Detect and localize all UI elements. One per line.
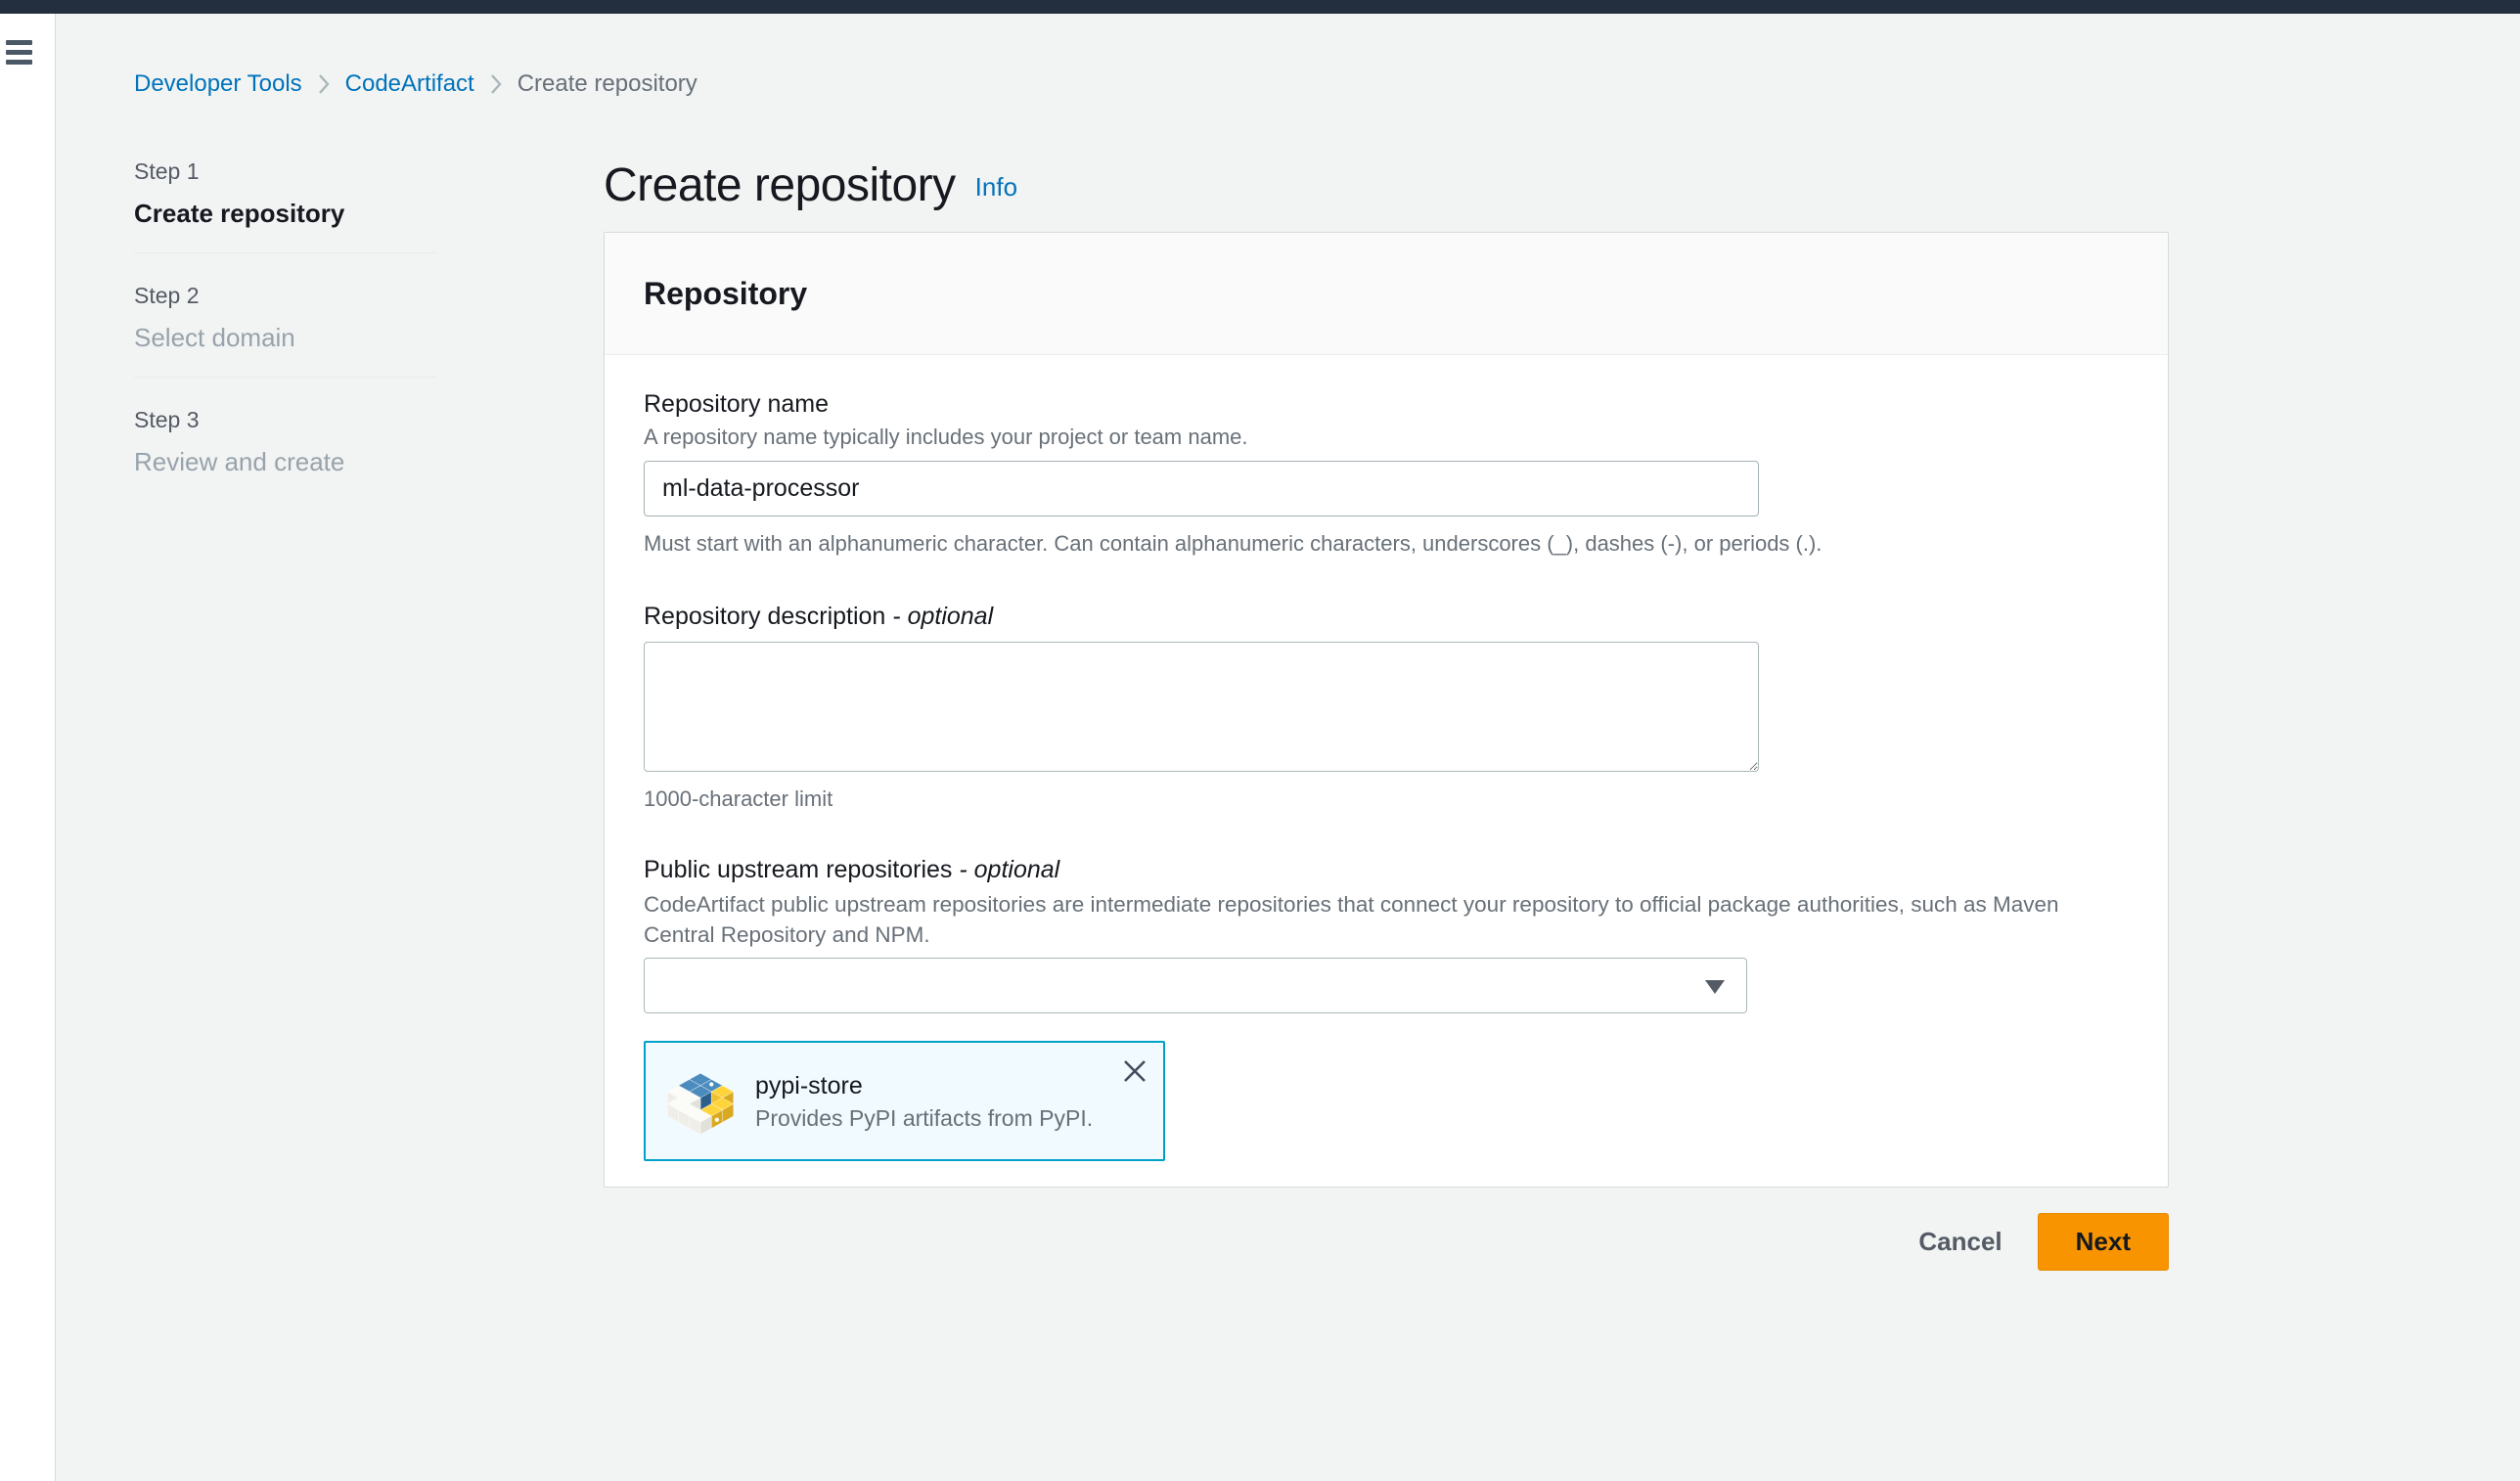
breadcrumb-link-developer-tools[interactable]: Developer Tools bbox=[134, 70, 302, 97]
repository-description-label: Repository description - optional bbox=[644, 603, 994, 630]
wizard-step-1: Step 1 Create repository bbox=[134, 158, 437, 229]
cancel-button[interactable]: Cancel bbox=[1918, 1227, 2002, 1256]
wizard-step-3: Step 3 Review and create bbox=[134, 407, 437, 477]
page-header: Create repository Info bbox=[604, 158, 2169, 212]
main-column: Create repository Info Repository Reposi… bbox=[604, 158, 2169, 1271]
repository-panel: Repository Repository name A repository … bbox=[604, 232, 2169, 1188]
step-number: Step 2 bbox=[134, 283, 200, 308]
step-divider bbox=[134, 252, 437, 253]
repository-description-textarea[interactable] bbox=[644, 642, 1759, 772]
pypi-logo-icon bbox=[666, 1072, 735, 1135]
upstream-repositories-select[interactable] bbox=[644, 958, 1747, 1013]
chip-text: pypi-store Provides PyPI artifacts from … bbox=[755, 1070, 1101, 1133]
public-upstream-field: Public upstream repositories - optional … bbox=[644, 854, 2129, 1161]
repository-name-label: Repository name bbox=[644, 390, 829, 418]
wizard-actions: Cancel Next bbox=[604, 1213, 2169, 1271]
panel-header: Repository bbox=[605, 233, 2168, 355]
breadcrumb-link-codeartifact[interactable]: CodeArtifact bbox=[344, 70, 474, 97]
public-upstream-label: Public upstream repositories - optional bbox=[644, 856, 1060, 883]
step-divider bbox=[134, 377, 437, 378]
page-title: Create repository bbox=[604, 159, 956, 211]
repository-name-constraint: Must start with an alphanumeric characte… bbox=[644, 531, 1822, 556]
wizard-step-2: Step 2 Select domain bbox=[134, 283, 437, 353]
step-title-create-repository[interactable]: Create repository bbox=[134, 199, 345, 228]
step-number: Step 3 bbox=[134, 407, 200, 432]
wizard-steps-nav: Step 1 Create repository Step 2 Select d… bbox=[134, 158, 437, 1271]
hamburger-menu-icon[interactable] bbox=[6, 40, 35, 66]
selected-upstream-chip: pypi-store Provides PyPI artifacts from … bbox=[644, 1041, 1165, 1161]
top-navigation-bar bbox=[0, 0, 2520, 14]
chevron-right-icon bbox=[318, 74, 330, 94]
caret-down-icon bbox=[1705, 979, 1725, 994]
close-icon bbox=[1124, 1060, 1146, 1082]
next-button[interactable]: Next bbox=[2037, 1213, 2169, 1271]
info-link[interactable]: Info bbox=[974, 172, 1018, 202]
character-limit-note: 1000-character limit bbox=[644, 786, 833, 811]
step-number: Step 1 bbox=[134, 158, 200, 184]
chip-title: pypi-store bbox=[755, 1071, 863, 1100]
optional-suffix: - optional bbox=[892, 603, 994, 630]
repository-name-description: A repository name typically includes you… bbox=[644, 425, 1248, 449]
repository-name-input[interactable] bbox=[644, 461, 1759, 516]
breadcrumb-current: Create repository bbox=[517, 70, 698, 97]
panel-title: Repository bbox=[644, 276, 808, 311]
public-upstream-description: CodeArtifact public upstream repositorie… bbox=[644, 892, 2059, 947]
remove-upstream-button[interactable] bbox=[1120, 1056, 1149, 1086]
page-content: Developer Tools CodeArtifact Create repo… bbox=[56, 14, 2520, 1481]
repository-name-field: Repository name A repository name typica… bbox=[644, 388, 2129, 558]
step-title-select-domain: Select domain bbox=[134, 323, 295, 352]
step-title-review-and-create: Review and create bbox=[134, 447, 345, 476]
breadcrumb: Developer Tools CodeArtifact Create repo… bbox=[134, 70, 2520, 98]
panel-body: Repository name A repository name typica… bbox=[605, 355, 2168, 1187]
repository-description-field: Repository description - optional 1000-c… bbox=[644, 601, 2129, 813]
chip-description: Provides PyPI artifacts from PyPI. bbox=[755, 1104, 1094, 1131]
chevron-right-icon bbox=[490, 74, 502, 94]
optional-suffix: - optional bbox=[959, 856, 1060, 883]
side-rail bbox=[0, 14, 56, 1481]
